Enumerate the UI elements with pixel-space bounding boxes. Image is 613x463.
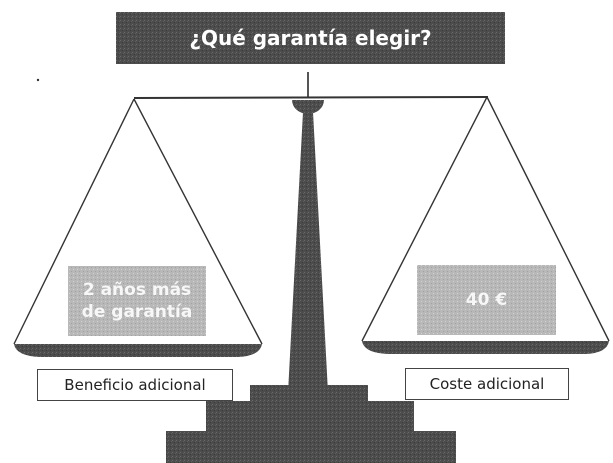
right-pan-dish [362, 341, 609, 354]
diagram-title: ¿Qué garantía elegir? [189, 26, 432, 50]
scale-beam [133, 96, 489, 99]
left-pan-label-line-2: de garantía [81, 302, 193, 322]
title-banner-bg [116, 12, 505, 64]
scale-base-top [250, 385, 368, 401]
left-pan-label-bg [68, 266, 206, 336]
left-pan-dish [14, 344, 262, 357]
left-pan-label-line-1: 2 años más [82, 280, 192, 300]
right-pan-label-bg [417, 265, 556, 335]
right-pan-string-left [361, 96, 488, 342]
right-pan-string-right [486, 96, 610, 342]
scale-base-middle [206, 401, 414, 431]
left-pan-label: 2 años más de garantía [68, 266, 206, 336]
stray-mark [36, 78, 40, 82]
left-pan-string-right [133, 98, 263, 345]
scale-base-bottom [166, 431, 456, 463]
pivot-knob [292, 100, 324, 114]
right-caption: Coste adicional [405, 368, 569, 400]
left-caption: Beneficio adicional [37, 369, 233, 401]
left-pan-string-left [13, 98, 135, 345]
scale-column [286, 112, 330, 430]
right-pan-label: 40 € [465, 290, 508, 310]
